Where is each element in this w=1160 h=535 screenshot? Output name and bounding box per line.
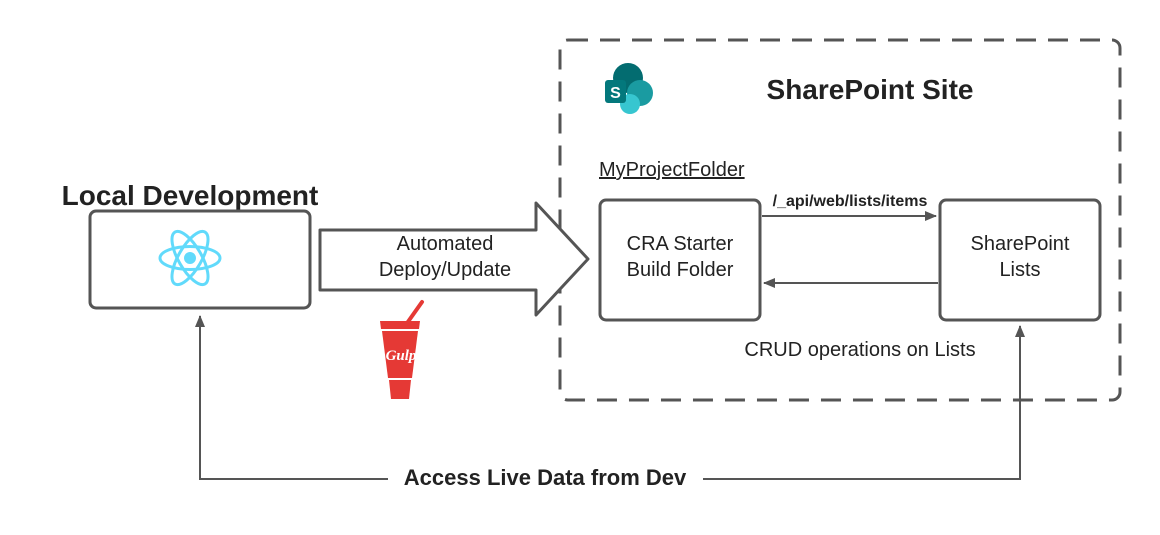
sharepoint-icon: S [605, 63, 653, 114]
cra-build-folder-line1: CRA Starter [627, 233, 734, 255]
deploy-label-line2: Deploy/Update [379, 259, 511, 281]
live-data-connector-right [703, 325, 1025, 480]
sharepoint-site-container [558, 38, 1122, 402]
deploy-label-line1: Automated [397, 233, 494, 255]
sharepoint-lists-line1: SharePoint [971, 233, 1070, 255]
cra-build-folder-line2: Build Folder [627, 259, 734, 281]
react-icon [158, 229, 222, 287]
access-live-data-label: Access Live Data from Dev [404, 465, 687, 490]
local-development-box [88, 209, 312, 310]
sharepoint-site-title: SharePoint Site [767, 74, 974, 105]
cra-build-folder-box [598, 198, 762, 322]
api-endpoint-label: /_api/web/lists/items [773, 193, 928, 210]
my-project-folder-link[interactable]: MyProjectFolder [599, 159, 745, 181]
crud-operations-label: CRUD operations on Lists [744, 339, 975, 361]
sharepoint-icon-letter: S [610, 85, 621, 102]
deploy-block-arrow [318, 201, 590, 317]
sharepoint-lists-box [938, 198, 1102, 322]
sharepoint-lists-line2: Lists [999, 259, 1040, 281]
local-development-title: Local Development [62, 180, 319, 211]
gulp-cup-label: Gulp [386, 348, 417, 364]
live-data-connector-left [195, 315, 388, 480]
gulp-cup-icon: Gulp [380, 300, 424, 399]
